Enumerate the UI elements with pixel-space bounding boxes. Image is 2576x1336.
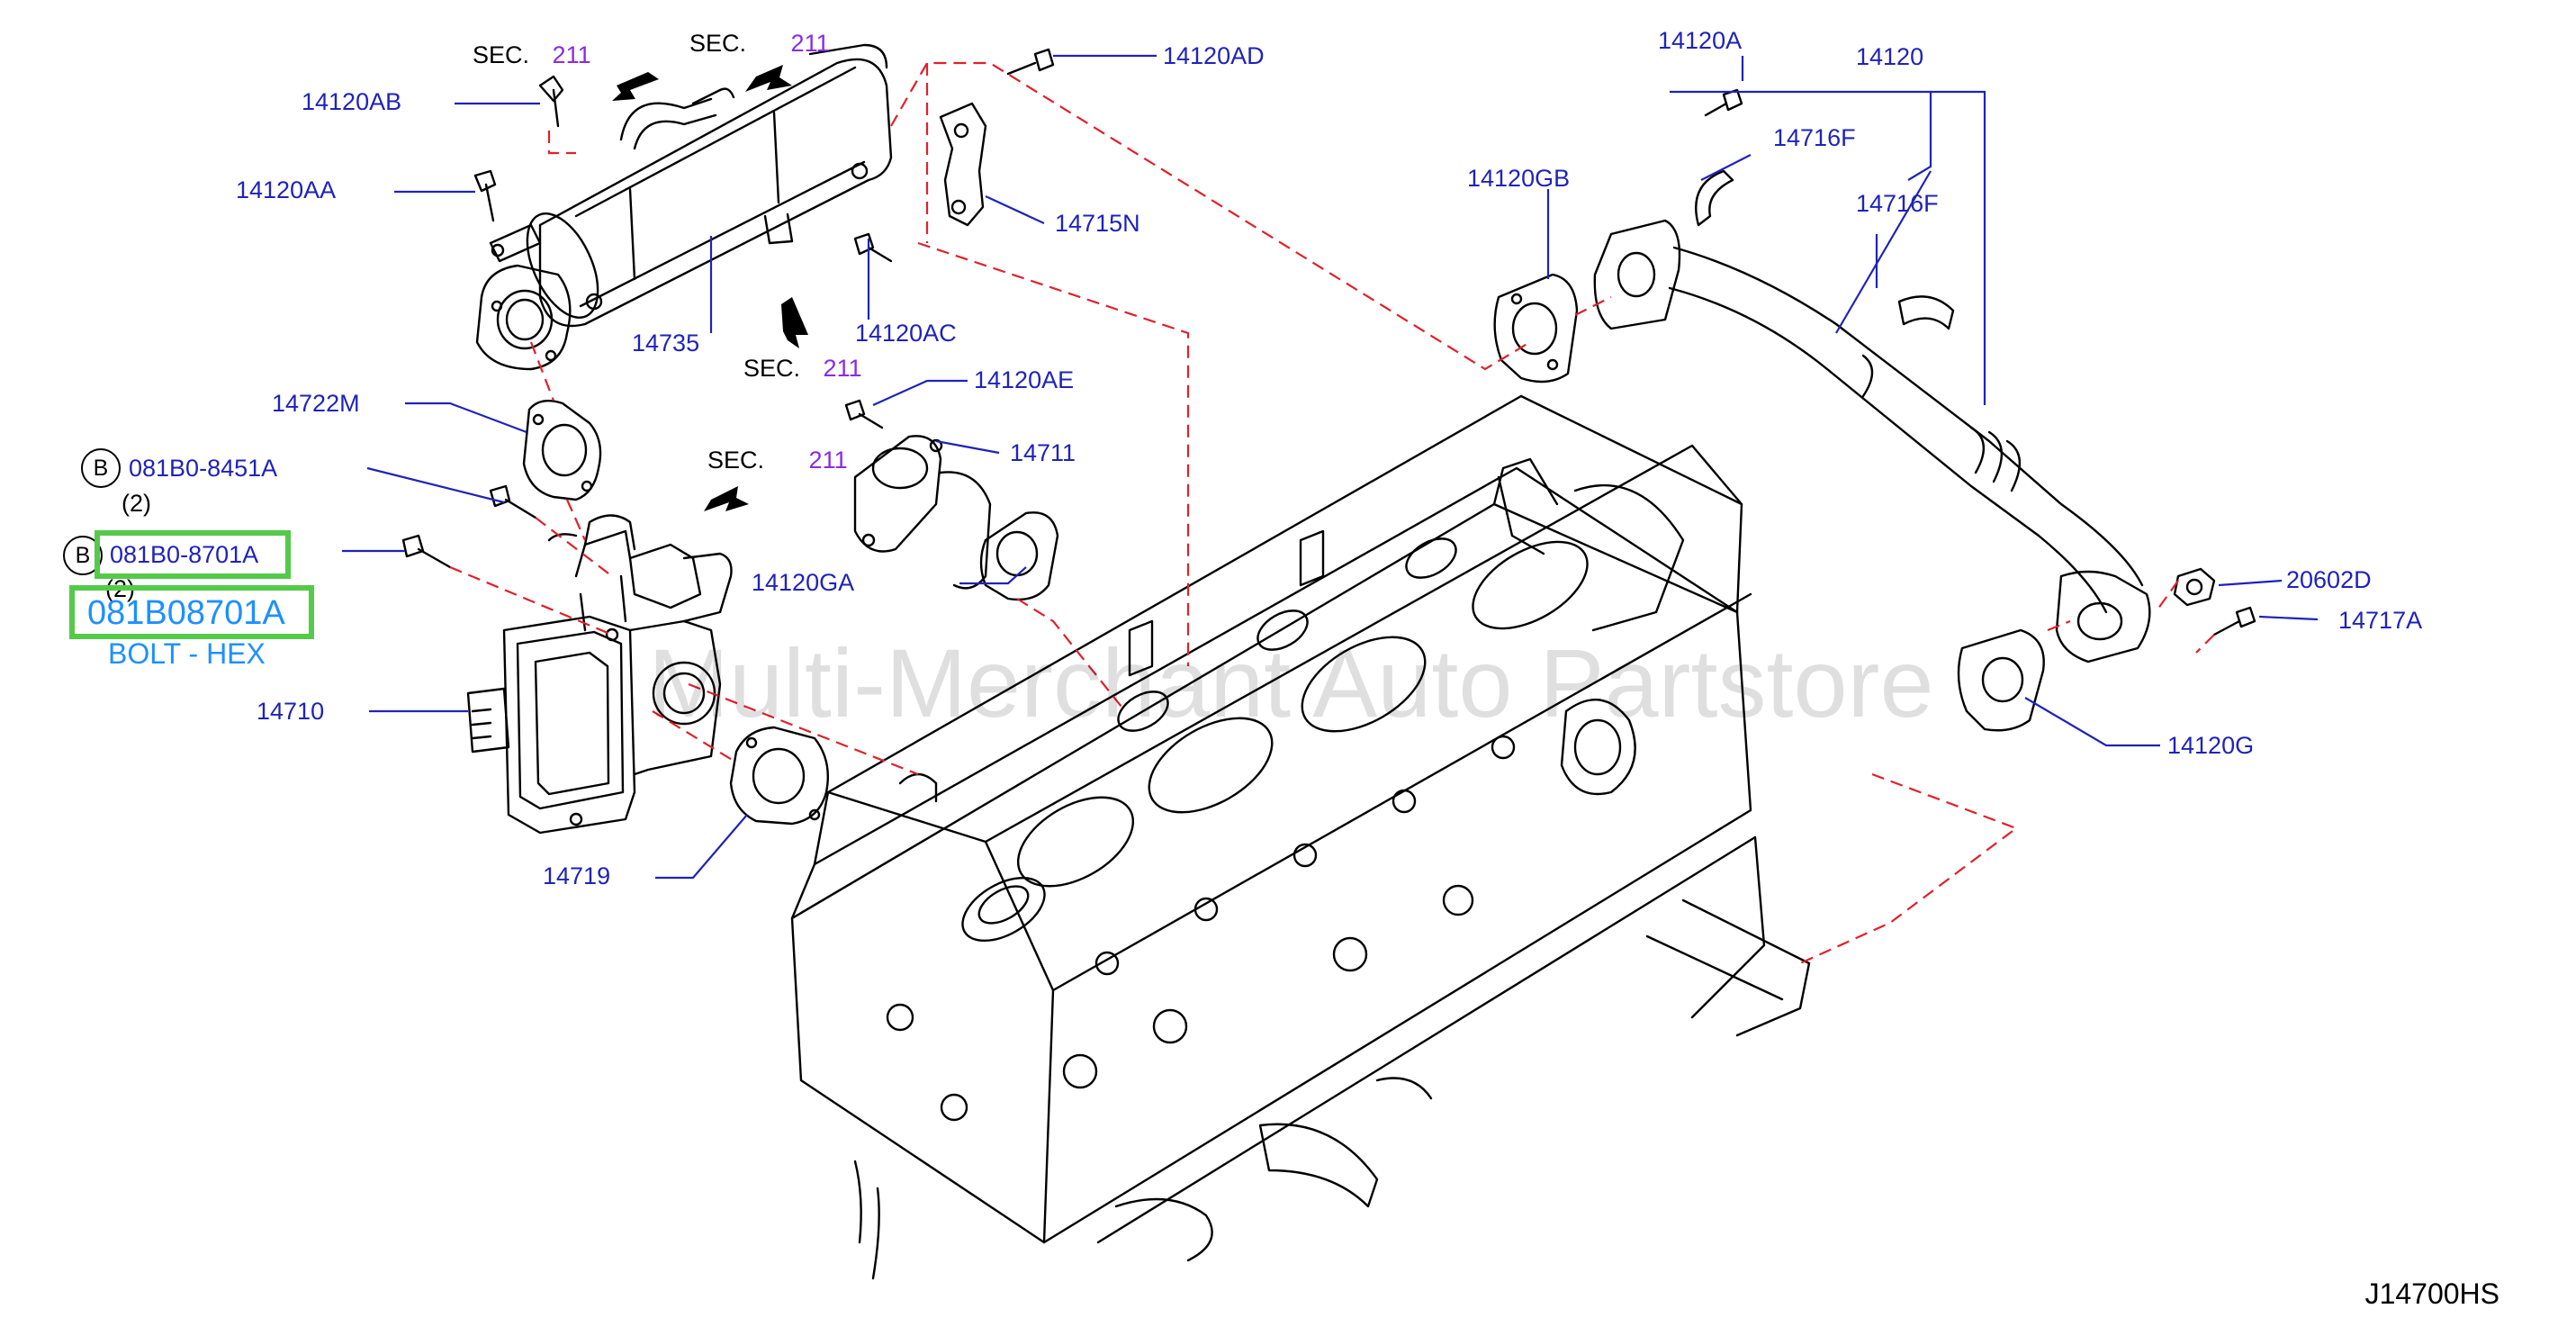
- part-label-14715N[interactable]: 14715N: [1055, 210, 1140, 237]
- part-label-14120AB[interactable]: 14120AB: [302, 88, 402, 115]
- clamp-14716F-a: [1695, 169, 1734, 227]
- bolt-marker-b: B: [63, 536, 103, 575]
- part-label-14716F[interactable]: 14716F: [1856, 190, 1939, 217]
- bracket-14715N: [939, 102, 987, 227]
- section-ref: SEC. 211: [707, 448, 848, 473]
- section-ref: SEC. 211: [743, 357, 862, 381]
- gasket-14120G: [1957, 628, 2045, 732]
- part-label-14120[interactable]: 14120: [1856, 43, 1924, 70]
- part-label-14710[interactable]: 14710: [257, 698, 325, 725]
- gasket-14722M: [522, 400, 602, 501]
- section-prefix: SEC.: [707, 447, 765, 474]
- bolt-qty: (2): [122, 490, 151, 517]
- nut-20602D: [2173, 567, 2216, 607]
- part-label-14120G[interactable]: 14120G: [2167, 732, 2255, 759]
- section-prefix: SEC.: [689, 30, 747, 57]
- part-label-081B0-8701A[interactable]: 081B0-8701A: [110, 541, 259, 568]
- highlighted-part-number[interactable]: 081B08701A: [87, 594, 285, 632]
- part-label-14722M[interactable]: 14722M: [272, 390, 360, 417]
- section-ref: SEC. 211: [473, 43, 591, 68]
- part-label-14717A[interactable]: 14717A: [2338, 607, 2423, 634]
- section-number: 211: [808, 447, 848, 474]
- section-number: 211: [790, 30, 830, 57]
- diagram-code: J14700HS: [2364, 1277, 2499, 1310]
- clamp-14716F-b: [1897, 295, 1955, 330]
- part-label-081B0-8451A[interactable]: 081B0-8451A: [129, 455, 278, 482]
- gasket-14120GA: [979, 511, 1059, 601]
- part-label-14120AA[interactable]: 14120AA: [236, 176, 337, 203]
- highlight-box-small: [95, 530, 291, 579]
- watermark: Multi-Merchant Auto Partstore: [648, 628, 1934, 737]
- part-label-14120AC[interactable]: 14120AC: [855, 320, 957, 347]
- part-label-14711[interactable]: 14711: [1010, 439, 1076, 466]
- bolt-marker-b: B: [81, 448, 121, 488]
- section-number: 211: [552, 41, 591, 68]
- egr-valve-14710: [466, 514, 733, 835]
- part-label-14120GB[interactable]: 14120GB: [1467, 165, 1571, 192]
- section-number: 211: [823, 355, 862, 382]
- part-label-14120A[interactable]: 14120A: [1658, 27, 1743, 54]
- gasket-14719: [729, 726, 829, 826]
- part-label-14719[interactable]: 14719: [543, 862, 611, 889]
- section-prefix: SEC.: [473, 41, 530, 68]
- gasket-14120GB: [1493, 273, 1579, 384]
- highlighted-part-description: BOLT - HEX: [108, 637, 266, 670]
- bolts: [401, 48, 2256, 636]
- cooler-flange: [475, 264, 572, 371]
- part-label-14120GA[interactable]: 14120GA: [752, 569, 855, 596]
- section-arrows: [612, 65, 808, 511]
- part-label-14120AE[interactable]: 14120AE: [974, 366, 1075, 393]
- part-label-14716F[interactable]: 14716F: [1773, 124, 1856, 151]
- egr-cooler-14735: [489, 43, 893, 328]
- section-prefix: SEC.: [743, 355, 801, 382]
- egr-housing-14711: [853, 435, 992, 590]
- egr-tube-14120: [1593, 219, 2151, 663]
- part-label-14120AD[interactable]: 14120AD: [1163, 42, 1265, 69]
- part-label-20602D[interactable]: 20602D: [2286, 566, 2372, 593]
- highlight-box-large: [69, 585, 314, 639]
- part-label-14735[interactable]: 14735: [632, 329, 700, 357]
- section-ref: SEC. 211: [689, 32, 830, 56]
- cylinder-head: [790, 394, 1811, 1280]
